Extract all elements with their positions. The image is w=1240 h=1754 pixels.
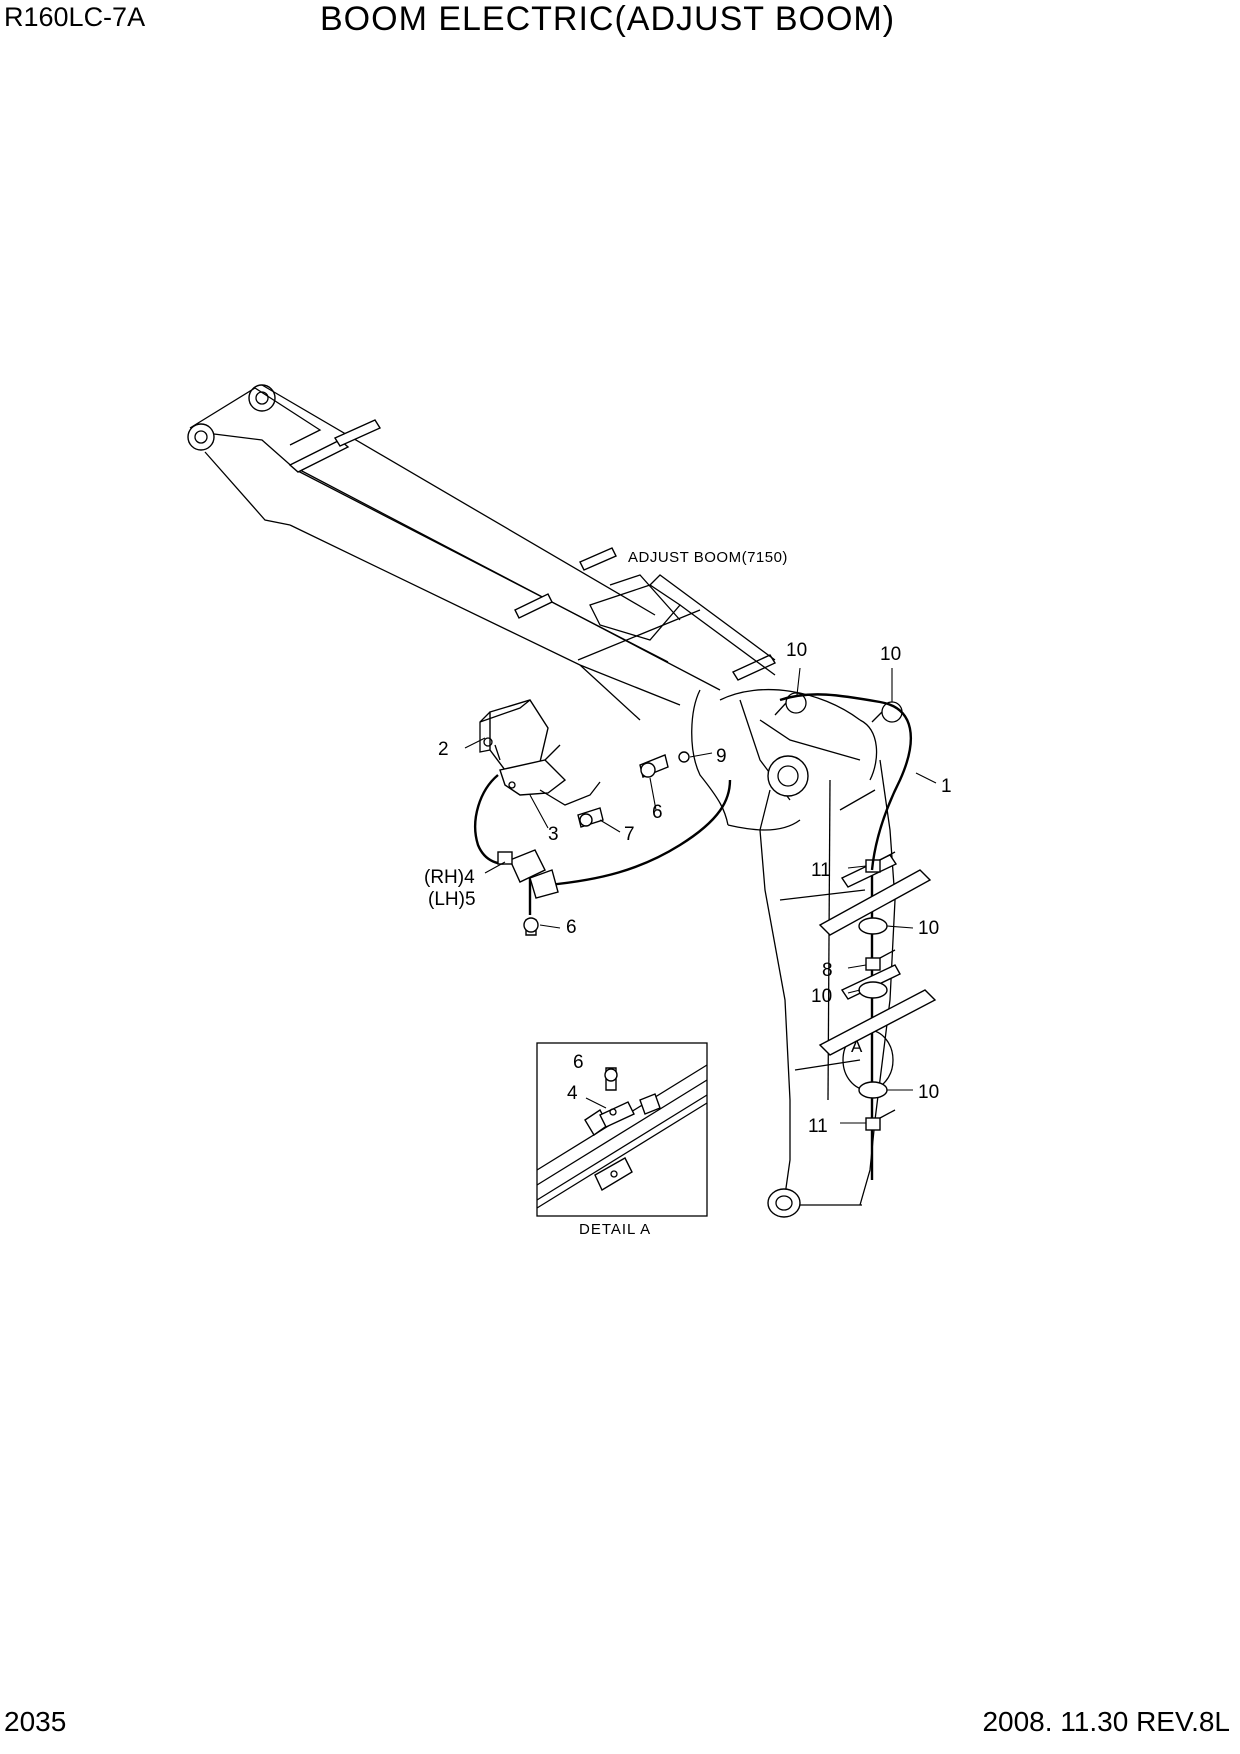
callout-7: 7 — [624, 824, 635, 845]
callout-8: 8 — [822, 960, 833, 981]
bolts — [523, 751, 690, 936]
callout-10-e: 10 — [918, 1082, 939, 1103]
detail-callout-6: 6 — [573, 1052, 584, 1073]
page-number: 2035 — [4, 1706, 67, 1737]
callout-10-a: 10 — [786, 640, 807, 661]
callout-9: 9 — [716, 746, 727, 767]
detail-callout-4: 4 — [567, 1083, 578, 1104]
callout-1: 1 — [941, 776, 952, 797]
callout-10-d: 10 — [811, 986, 832, 1007]
detail-a-inset — [536, 1042, 708, 1217]
callout-2: 2 — [438, 739, 449, 760]
section-a-marker: A — [851, 1037, 863, 1056]
detail-a-caption: DETAIL A — [579, 1221, 651, 1238]
callout-6-top: 6 — [652, 802, 663, 823]
callout-11-a: 11 — [811, 860, 831, 881]
adjust-boom-label: ADJUST BOOM(7150) — [628, 549, 788, 566]
callout-3: 3 — [548, 824, 559, 845]
revision-date: 2008. 11.30 REV.8L — [982, 1706, 1230, 1737]
callout-10-b: 10 — [880, 644, 901, 665]
work-lamp — [479, 699, 549, 771]
leader-lines — [464, 667, 937, 1124]
lamp-bracket — [499, 744, 601, 806]
callout-4-rh: (RH)4 — [424, 867, 475, 888]
boom-knuckle — [691, 689, 878, 831]
callout-numbers: 1 2 3 (RH)4 (LH)5 6 6 7 8 9 10 10 10 10 … — [424, 640, 952, 1137]
connector-bracket — [497, 849, 559, 899]
callout-6-bottom: 6 — [566, 917, 577, 938]
callout-5-lh: (LH)5 — [428, 889, 476, 910]
model-code: R160LC-7A — [4, 2, 146, 32]
upper-boom-arm — [187, 384, 777, 721]
page-title: BOOM ELECTRIC(ADJUST BOOM) — [320, 0, 896, 38]
callout-11-b: 11 — [808, 1116, 828, 1137]
clamp-group — [858, 851, 896, 1131]
callout-10-c: 10 — [918, 918, 939, 939]
lower-boom-brackets — [818, 854, 937, 1056]
cable-clips — [774, 692, 903, 723]
